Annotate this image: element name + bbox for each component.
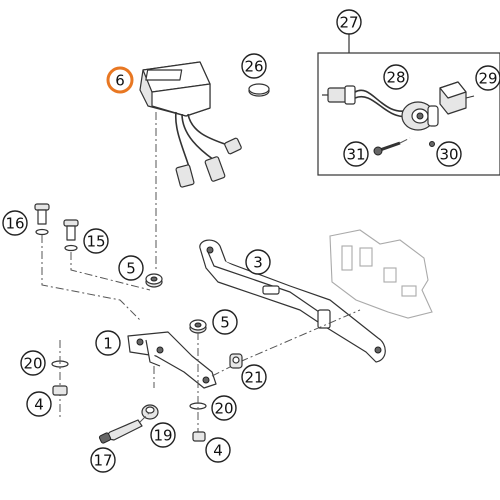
callout-27: 27 xyxy=(336,9,362,35)
bolt-17-line xyxy=(139,411,151,423)
callout-circle xyxy=(118,255,144,281)
bracket-link-line xyxy=(211,309,361,377)
callout-label: 4 xyxy=(213,442,223,460)
callout-30: 30 xyxy=(436,141,462,167)
callout-29: 29 xyxy=(475,65,500,91)
speedo-connector-c xyxy=(224,137,242,155)
callout-circle xyxy=(26,391,52,417)
nut-5-upper xyxy=(145,273,163,288)
speedo-connector-a xyxy=(175,164,195,188)
callout-label: 6 xyxy=(115,72,125,90)
callout-31: 31 xyxy=(343,141,369,167)
callout-label: 5 xyxy=(126,260,136,278)
callout-26: 26 xyxy=(241,53,267,79)
callout-21: 21 xyxy=(241,364,267,390)
ghost-mounting-plate xyxy=(329,229,433,319)
nut-5-lower xyxy=(189,319,207,334)
callout-label: 26 xyxy=(244,58,263,76)
speedo-connector-b xyxy=(204,156,226,182)
callout-label: 4 xyxy=(34,396,44,414)
callout-4a: 4 xyxy=(26,391,52,417)
callout-layer: 6 26 27 28 29 31 30 16 15 5 3 5 1 20 21 4 20 19 4 17 xyxy=(2,9,500,473)
callout-3: 3 xyxy=(245,249,271,275)
callout-circle xyxy=(336,9,362,35)
callout-circle xyxy=(205,437,231,463)
bolt-17 xyxy=(98,419,143,444)
callout-circle xyxy=(245,249,271,275)
callout-label: 20 xyxy=(23,355,42,373)
callout-label: 1 xyxy=(103,335,113,353)
callout-circle xyxy=(241,364,267,390)
callout-label: 19 xyxy=(153,427,172,445)
callout-15: 15 xyxy=(83,228,109,254)
callout-circle xyxy=(2,210,28,236)
callout-circle xyxy=(90,447,116,473)
callout-label: 30 xyxy=(439,146,458,164)
callout-20b: 20 xyxy=(211,395,237,421)
bolt-15 xyxy=(63,219,79,252)
callout-6: 6 xyxy=(106,66,134,94)
nut-19 xyxy=(141,404,159,420)
callout-circle xyxy=(20,350,46,376)
bolt-16 xyxy=(34,203,50,236)
speedometer-unit xyxy=(139,61,242,188)
callout-5a: 5 xyxy=(118,255,144,281)
inset-wire xyxy=(354,89,411,112)
callout-label: 3 xyxy=(253,254,263,272)
callout-circle xyxy=(95,330,121,356)
callout-28: 28 xyxy=(383,64,409,90)
bracket-1 xyxy=(127,331,217,389)
washer-26 xyxy=(248,83,270,97)
callout-label: 27 xyxy=(339,14,358,32)
callout-label: 20 xyxy=(214,400,233,418)
callout-20a: 20 xyxy=(20,350,46,376)
inset-washer xyxy=(429,141,435,147)
spacer-21 xyxy=(229,353,243,369)
callout-17: 17 xyxy=(90,447,116,473)
sensor-cap xyxy=(439,81,475,115)
callout-5b: 5 xyxy=(212,309,238,335)
callout-circle xyxy=(83,228,109,254)
callout-circle xyxy=(241,53,267,79)
callout-19: 19 xyxy=(150,422,176,448)
callout-label: 17 xyxy=(93,452,112,470)
callout-4b: 4 xyxy=(205,437,231,463)
callout-circle xyxy=(212,309,238,335)
inset-connector-plug xyxy=(322,85,356,105)
callout-circle xyxy=(150,422,176,448)
callout-circle xyxy=(211,395,237,421)
callout-label: 15 xyxy=(86,233,105,251)
nut-4-right xyxy=(192,431,206,442)
bracket-3 xyxy=(199,239,386,363)
bolt-15-line xyxy=(70,252,151,291)
callout-circle xyxy=(106,66,134,94)
callout-label: 5 xyxy=(220,314,230,332)
callout-16: 16 xyxy=(2,210,28,236)
callout-circle xyxy=(383,64,409,90)
callout-label: 16 xyxy=(5,215,24,233)
callout-label: 28 xyxy=(386,69,405,87)
callout-label: 29 xyxy=(478,70,497,88)
inset-screw xyxy=(373,137,411,156)
callout-circle xyxy=(475,65,500,91)
sensor-body xyxy=(401,101,439,131)
callout-circle xyxy=(436,141,462,167)
nut-4-left xyxy=(52,385,68,396)
callout-label: 21 xyxy=(244,369,263,387)
callout-circle xyxy=(343,141,369,167)
callout-label: 31 xyxy=(346,146,365,164)
callout-1: 1 xyxy=(95,330,121,356)
